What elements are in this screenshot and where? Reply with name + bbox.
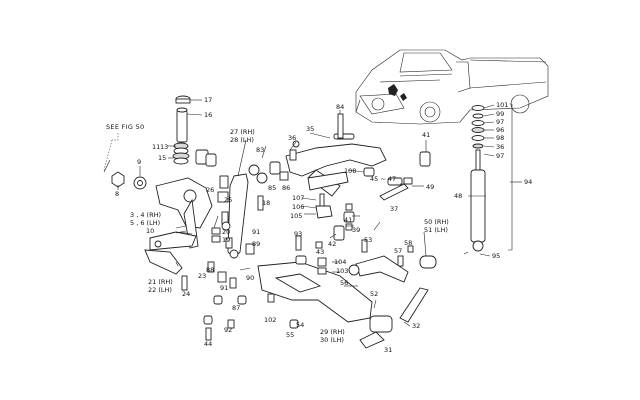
- callout-26: 26: [206, 186, 214, 194]
- callout-95: 95: [492, 252, 500, 260]
- callout-37: 37: [390, 205, 398, 213]
- tie-rod-group: [195, 149, 268, 283]
- callout-20: 20: [222, 228, 230, 236]
- callout-27-rh: 27 (RH): [230, 128, 255, 136]
- callout-85: 85: [268, 184, 276, 192]
- callout-43: 43: [316, 248, 324, 256]
- callout-5-6-lh: 5 , 6 (LH): [130, 219, 160, 227]
- callout-15: 15: [158, 154, 166, 162]
- callout-31: 31: [384, 346, 392, 354]
- callout-93: 93: [294, 230, 302, 238]
- lower-control-arm: [257, 255, 437, 349]
- kingpin-assembly: [103, 95, 221, 291]
- callout-11: 11: [152, 143, 160, 151]
- callout-36-upper: 36: [288, 134, 296, 142]
- callout-102: 102: [264, 316, 276, 324]
- callout-83: 83: [256, 146, 264, 154]
- callout-49: 49: [426, 183, 434, 191]
- callout-103: 103: [336, 267, 348, 275]
- callout-107: 107: [292, 194, 304, 202]
- callout-19: 19: [222, 236, 230, 244]
- callout-54: 54: [296, 321, 304, 329]
- callout-98: 98: [496, 134, 504, 142]
- callout-8: 8: [115, 190, 119, 198]
- leader-lines: [117, 99, 522, 327]
- callout-106: 106: [292, 203, 304, 211]
- upper-control-arm: [269, 113, 431, 197]
- callout-45-47: 45 ~ 47: [370, 175, 396, 183]
- callout-86: 86: [282, 184, 290, 192]
- see-fig-label: SEE FIG 50: [106, 123, 144, 131]
- callout-13: 13: [160, 143, 168, 151]
- shock-absorber: [463, 105, 486, 255]
- callout-97-upper: 97: [496, 118, 504, 126]
- callout-35: 35: [306, 125, 314, 133]
- callout-30-lh: 30 (LH): [320, 336, 344, 344]
- callout-3-4-rh: 3 , 4 (RH): [130, 211, 161, 219]
- callout-56: 56: [340, 279, 348, 287]
- callout-21-rh: 21 (RH): [148, 278, 173, 286]
- callout-16: 16: [204, 111, 212, 119]
- callout-25: 25: [224, 196, 232, 204]
- callout-84: 84: [336, 103, 344, 111]
- ball-joint-group: [295, 177, 414, 267]
- callout-57: 57: [394, 247, 402, 255]
- callout-52: 52: [370, 290, 378, 298]
- callout-91-upper: 91: [252, 228, 260, 236]
- callout-94: 94: [524, 178, 532, 186]
- callout-108: 108: [344, 167, 356, 175]
- callout-28-lh: 28 (LH): [230, 136, 254, 144]
- callout-87: 87: [232, 304, 240, 312]
- callout-91-lower: 91: [220, 284, 228, 292]
- callout-88: 88: [206, 266, 214, 274]
- callout-22-lh: 22 (LH): [148, 286, 172, 294]
- callout-9: 9: [137, 158, 141, 166]
- callout-29-rh: 29 (RH): [320, 328, 345, 336]
- callout-32: 32: [412, 322, 420, 330]
- callout-53: 53: [364, 236, 372, 244]
- callout-101: 101: [496, 101, 508, 109]
- callout-99: 99: [496, 110, 504, 118]
- callout-44: 44: [204, 340, 212, 348]
- fastener-group: [203, 277, 299, 341]
- callout-42: 42: [328, 240, 336, 248]
- truck-illustration: [355, 49, 549, 125]
- callout-92: 92: [224, 326, 232, 334]
- callout-51-lh: 51 (LH): [424, 226, 448, 234]
- callout-48: 48: [454, 192, 462, 200]
- callout-90: 90: [246, 274, 254, 282]
- callout-23: 23: [198, 272, 206, 280]
- callout-18: 18: [262, 199, 270, 207]
- callout-58: 58: [404, 239, 412, 247]
- callout-36-right: 36: [496, 143, 504, 151]
- callout-labels: SEE FIG 50 17 16 27 (RH) 28 (LH) 35 84 1…: [103, 96, 532, 354]
- callout-104: 104: [334, 258, 346, 266]
- callout-50-rh: 50 (RH): [424, 218, 449, 226]
- callout-96: 96: [496, 126, 504, 134]
- callout-17: 17: [204, 96, 212, 104]
- callout-97-lower: 97: [496, 152, 504, 160]
- callout-55: 55: [286, 331, 294, 339]
- callout-41-top: 41: [422, 131, 430, 139]
- callout-39: 39: [352, 226, 360, 234]
- callout-41-center: 41: [344, 216, 352, 224]
- callout-89: 89: [252, 240, 260, 248]
- callout-105: 105: [290, 212, 302, 220]
- callout-10: 10: [146, 227, 154, 235]
- callout-24: 24: [182, 290, 190, 298]
